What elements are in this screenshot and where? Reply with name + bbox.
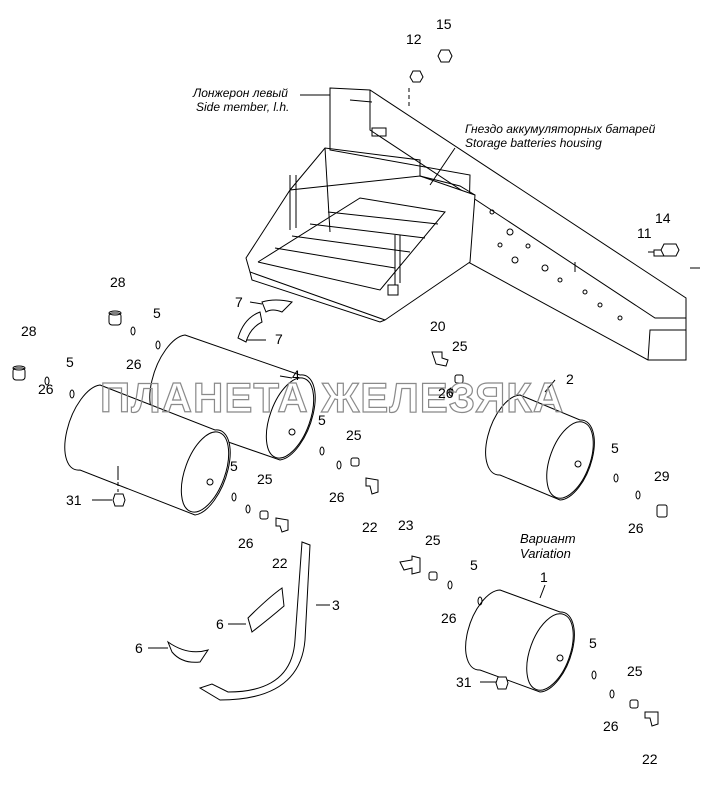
callout-label: 7: [235, 294, 243, 310]
callout-label: 29: [654, 468, 670, 484]
side-member-caption-en: Side member, l.h.: [196, 100, 289, 114]
callout-label: 26: [603, 718, 619, 734]
callout-label: 20: [430, 318, 446, 334]
callout-label: 22: [642, 751, 658, 767]
callout-label: 25: [257, 471, 273, 487]
callout-label: 25: [425, 532, 441, 548]
callout-label: 28: [21, 323, 37, 339]
battery-housing-caption-en: Storage batteries housing: [465, 136, 602, 150]
plug-28-left: [12, 365, 26, 381]
callout-label: 3: [332, 597, 340, 613]
pad-6-upper-drawing: [247, 587, 285, 633]
leader-lines: [92, 94, 556, 683]
side-member-caption-ru: Лонжерон левый: [192, 86, 288, 100]
pad-6-lower-drawing: [166, 640, 210, 663]
variation-caption-en: Variation: [520, 546, 571, 561]
callout-label: 26: [238, 535, 254, 551]
callout-label: 15: [436, 16, 452, 32]
callout-label: 6: [216, 616, 224, 632]
nuts-25: [259, 374, 639, 709]
bolt-11-14: [648, 243, 700, 269]
washers: [44, 326, 641, 699]
callout-label: 28: [110, 274, 126, 290]
callout-label: 26: [126, 356, 142, 372]
callout-label: 6: [135, 640, 143, 656]
plug-29: [656, 504, 668, 518]
callout-label: 4: [292, 367, 300, 383]
callout-label: 5: [230, 458, 238, 474]
callout-label: 23: [398, 517, 414, 533]
callout-label: 26: [441, 610, 457, 626]
callout-label: 11: [637, 225, 652, 241]
callout-label: 25: [627, 663, 643, 679]
receiver-1-drawing: [465, 589, 575, 693]
pad-7-drawing: [237, 299, 293, 343]
nut-12-15: [408, 49, 453, 108]
callout-label: 5: [611, 440, 619, 456]
callout-label: 22: [362, 519, 378, 535]
callout-label: 7: [275, 331, 283, 347]
callout-label: 2: [566, 371, 574, 387]
watermark-text: ПЛАНЕТА ЖЕЛЕЗЯКА: [100, 374, 564, 421]
callout-label: 14: [655, 210, 671, 226]
callout-label: 26: [628, 520, 644, 536]
callout-label: 25: [452, 338, 468, 354]
callout-label: 25: [346, 427, 362, 443]
callout-label: 5: [470, 557, 478, 573]
callout-label: 5: [66, 354, 74, 370]
battery-housing-drawing: [245, 127, 476, 323]
callout-label: 1: [540, 569, 548, 585]
callout-label: 26: [329, 489, 345, 505]
callout-label: 26: [38, 381, 54, 397]
callout-label: 12: [406, 31, 422, 47]
strap-3-drawing: [198, 541, 311, 701]
callout-label: 22: [272, 555, 288, 571]
side-member-drawing: [329, 87, 687, 361]
callout-label: 5: [589, 635, 597, 651]
receiver-2-drawing: [485, 394, 595, 501]
callout-label: 5: [318, 412, 326, 428]
callout-label: 5: [153, 305, 161, 321]
callout-label: 31: [456, 674, 472, 690]
plug-28-mid: [108, 310, 122, 326]
variation-caption-ru: Вариант: [520, 531, 576, 546]
fittings: [275, 351, 659, 727]
callout-label: 31: [66, 492, 82, 508]
battery-housing-caption-ru: Гнездо аккумуляторных батарей: [465, 122, 656, 136]
callout-label: 26: [438, 385, 454, 401]
